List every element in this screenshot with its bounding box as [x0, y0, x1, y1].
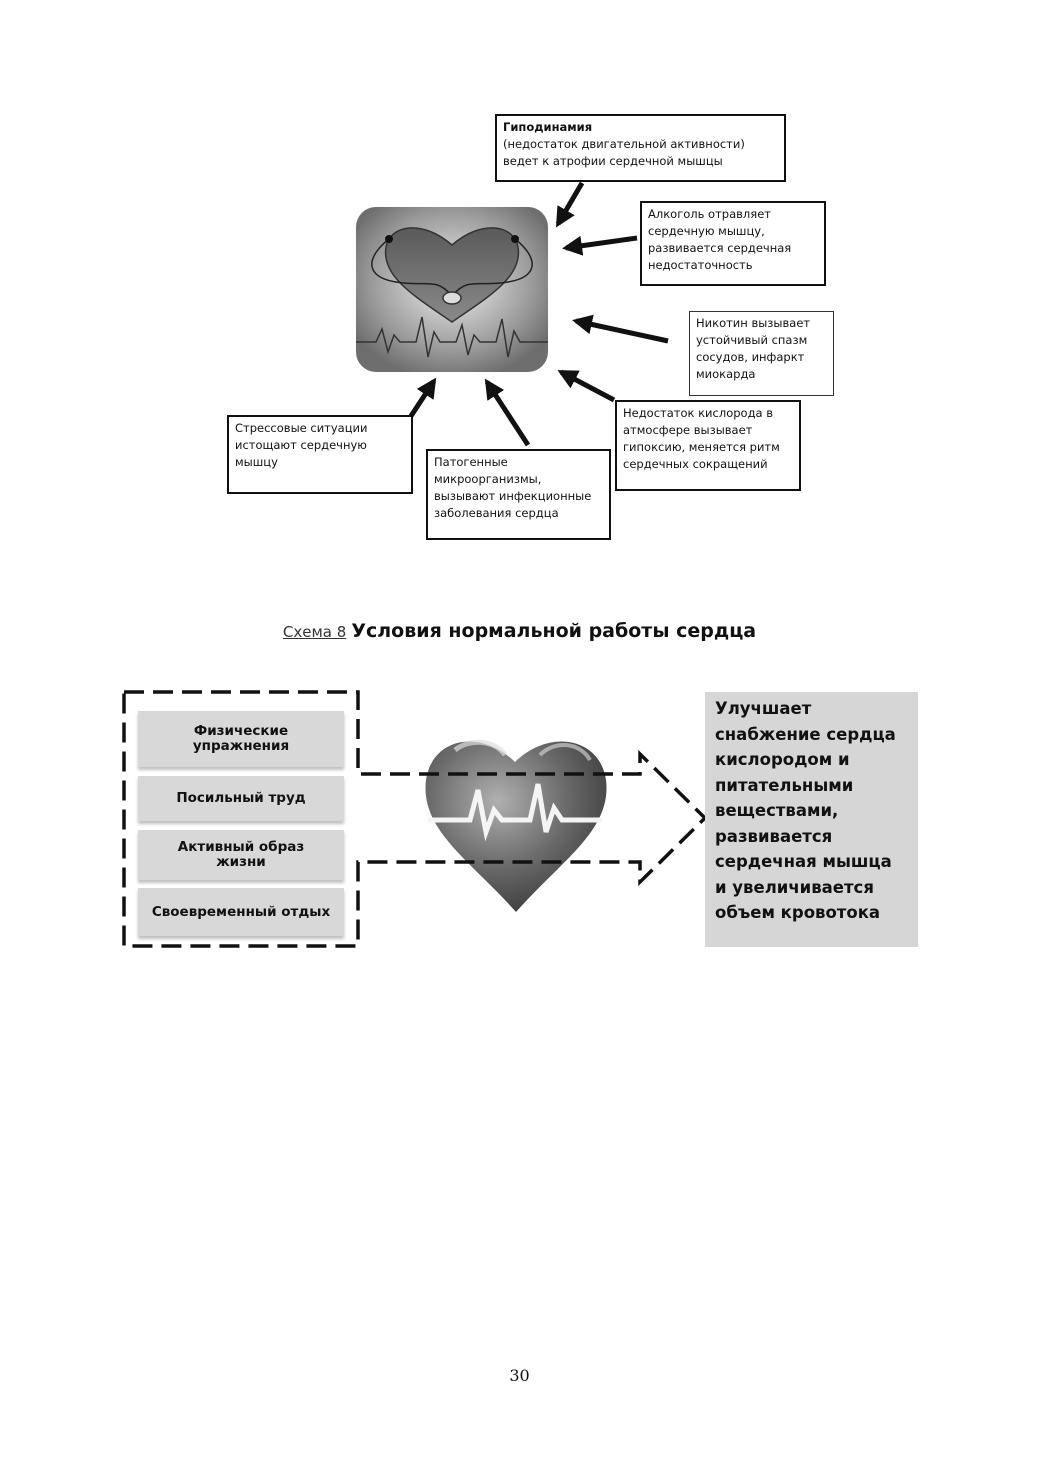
condition-exercise: Физические упражнения [138, 711, 344, 767]
heart-stethoscope-illustration [356, 207, 548, 372]
box-nicotine-line3: сосудов, инфаркт [696, 350, 805, 364]
result-line: Улучшает [715, 699, 812, 718]
result-line: снабжение сердца [715, 724, 896, 744]
box-stress: Стрессовые ситуации истощают сердечную м… [227, 415, 413, 494]
box-nicotine-line2: устойчивый спазм [696, 333, 808, 347]
result-line: и увеличивается [715, 877, 874, 897]
box-alcohol-line1: Алкоголь отравляет [648, 207, 771, 221]
condition-active-life: Активный образ жизни [138, 830, 344, 880]
box-pathogens-line3: вызывают инфекционные [434, 489, 592, 503]
arrows-layer [408, 181, 669, 447]
condition-exercise-label: Физические упражнения [192, 723, 290, 754]
box-pathogens-line1: Патогенные [434, 455, 508, 469]
box-nicotine: Никотин вызывает устойчивый спазм сосудо… [689, 311, 834, 396]
box-stress-line1: Стрессовые ситуации [235, 421, 368, 435]
box-oxygen-line4: сердечных сокращений [623, 457, 768, 471]
condition-work: Посильный труд [138, 776, 344, 821]
arrow-hypodynamia [555, 181, 585, 228]
box-oxygen-line2: атмосфере вызывает [623, 423, 753, 437]
box-alcohol: Алкоголь отравляет сердечную мышцу, разв… [640, 201, 826, 286]
box-hypodynamia-title: Гиподинамия [503, 120, 593, 134]
box-stress-line2b: сердечную [300, 438, 367, 452]
condition-active-life-label: Активный образ жизни [177, 839, 305, 870]
arrow-nicotine [572, 314, 669, 344]
box-nicotine-line1: Никотин вызывает [696, 316, 811, 330]
box-nicotine-line4: миокарда [696, 367, 756, 381]
box-alcohol-line4: недостаточность [648, 258, 753, 272]
box-hypodynamia: Гиподинамия (недостаток двигательной акт… [495, 114, 786, 182]
box-pathogens: Патогенные микроорганизмы, вызывают инфе… [426, 449, 611, 540]
box-hypodynamia-line2: ведет к атрофии сердечной мышцы [503, 154, 723, 168]
box-oxygen-line3: гипоксию, меняется ритм [623, 440, 780, 454]
dashed-arrow-outline [122, 690, 708, 948]
page-number: 30 [509, 1366, 530, 1385]
arrow-stress [408, 377, 437, 418]
result-line: сердечная мышца [715, 852, 892, 871]
scheme-label: Схема 8 [282, 623, 347, 641]
arrow-oxygen [557, 369, 616, 403]
box-oxygen: Недостаток кислорода в атмосфере вызывае… [615, 400, 801, 491]
box-alcohol-line3: развивается сердечная [648, 241, 792, 255]
box-stress-line2a: истощают [235, 438, 297, 452]
heart-ecg-illustration [425, 739, 607, 912]
result-line: кислородом и [715, 750, 850, 769]
scheme-caption: Схема 8 Условия нормальной работы сердца [0, 620, 1039, 642]
scheme-title: Условия нормальной работы сердца [351, 620, 757, 642]
box-pathogens-line2: микроорганизмы, [434, 472, 542, 486]
box-oxygen-line1: Недостаток кислорода в [623, 406, 774, 420]
result-box: Улучшает снабжение сердца кислородом и п… [705, 692, 918, 947]
box-pathogens-line4: заболевания сердца [434, 506, 559, 520]
result-line: питательными [715, 775, 854, 795]
condition-rest: Своевременный отдых [138, 888, 344, 936]
arrow-alcohol [562, 235, 638, 256]
result-line: объем кровотока [715, 903, 881, 922]
arrow-pathogens [484, 378, 531, 447]
result-line: развивается [715, 826, 833, 846]
box-stress-line2: истощают сердечную [235, 437, 405, 454]
box-hypodynamia-line1: (недостаток двигательной активности) [503, 137, 745, 151]
box-alcohol-line2: сердечную мышцу, [648, 224, 765, 238]
box-stress-line3: мышцу [235, 455, 278, 469]
condition-rest-label: Своевременный отдых [151, 903, 331, 920]
result-line: веществами, [715, 801, 839, 820]
condition-work-label: Посильный труд [176, 790, 306, 806]
